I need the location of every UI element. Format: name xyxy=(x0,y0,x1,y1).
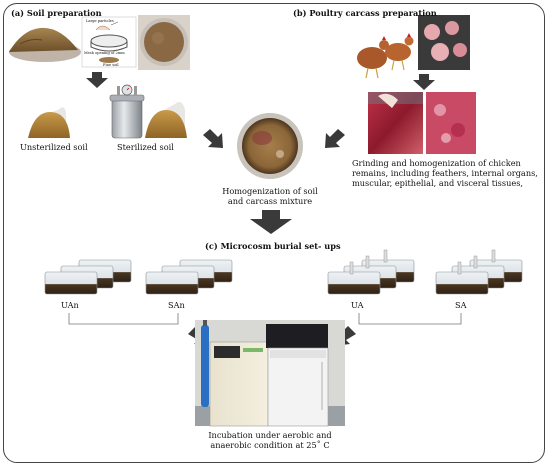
group-label-sa: SA xyxy=(455,300,467,310)
sieve-label-bottom: Fine soil xyxy=(103,63,119,67)
connector-left xyxy=(68,313,179,325)
arrow-mixture-to-setups xyxy=(250,210,292,234)
incubation-caption-2: anaerobic condition at 25˚ C xyxy=(210,440,330,450)
group-label-ua: UA xyxy=(351,300,364,310)
microcosm-stack-uan xyxy=(44,259,132,295)
sieve-label-left: Mesh opening of 2mm xyxy=(84,51,125,55)
arrow-soil-down xyxy=(86,72,108,88)
unsterilized-soil-image xyxy=(28,107,70,138)
arrow-soil-to-mixture xyxy=(203,129,223,148)
panel-b-title: (b) Poultry carcass preparation xyxy=(293,8,437,18)
grinding-caption-1: Grinding and homogenization of chicken xyxy=(352,158,521,168)
autoclave-image xyxy=(109,84,145,139)
microcosm-stack-ua xyxy=(327,249,415,295)
sterilized-caption: Sterilized soil xyxy=(117,142,174,152)
connector-right xyxy=(358,313,462,325)
ground-carcass-image xyxy=(368,92,476,154)
group-label-san: SAn xyxy=(168,300,185,310)
chickens-image xyxy=(357,33,414,79)
grinding-caption-2: remains, including feathers, internal or… xyxy=(352,168,538,178)
panel-c-title: (c) Microcosm burial set- ups xyxy=(205,241,341,251)
homogenization-caption-1: Homogenization of soil xyxy=(222,186,318,196)
group-label-uan: UAn xyxy=(61,300,79,310)
incubation-caption-1: Incubation under aerobic and xyxy=(208,430,332,440)
sieve-diagram-image xyxy=(81,16,137,68)
homogenization-caption-2: and carcass mixture xyxy=(227,196,313,206)
sieve-label-top: Large particles xyxy=(86,19,114,23)
grinding-caption-3: muscular, epithelial, and visceral tissu… xyxy=(352,178,523,188)
mixture-bowl-image xyxy=(237,113,303,179)
arrow-carcass-down xyxy=(413,74,435,90)
unsterilized-caption: Unsterilized soil xyxy=(20,142,88,152)
soil-heap-image xyxy=(9,27,81,62)
panel-a-title: (a) Soil preparation xyxy=(11,8,102,18)
carcass-pieces-image xyxy=(418,15,470,70)
microcosm-stack-sa xyxy=(435,249,523,295)
soil-bowl-image xyxy=(138,15,190,70)
incubator-photo xyxy=(195,320,345,427)
arrow-carcass-to-mixture xyxy=(325,129,345,148)
sterilized-soil-image xyxy=(145,102,187,138)
figure-frame xyxy=(3,3,545,463)
microcosm-stack-san xyxy=(145,259,233,295)
